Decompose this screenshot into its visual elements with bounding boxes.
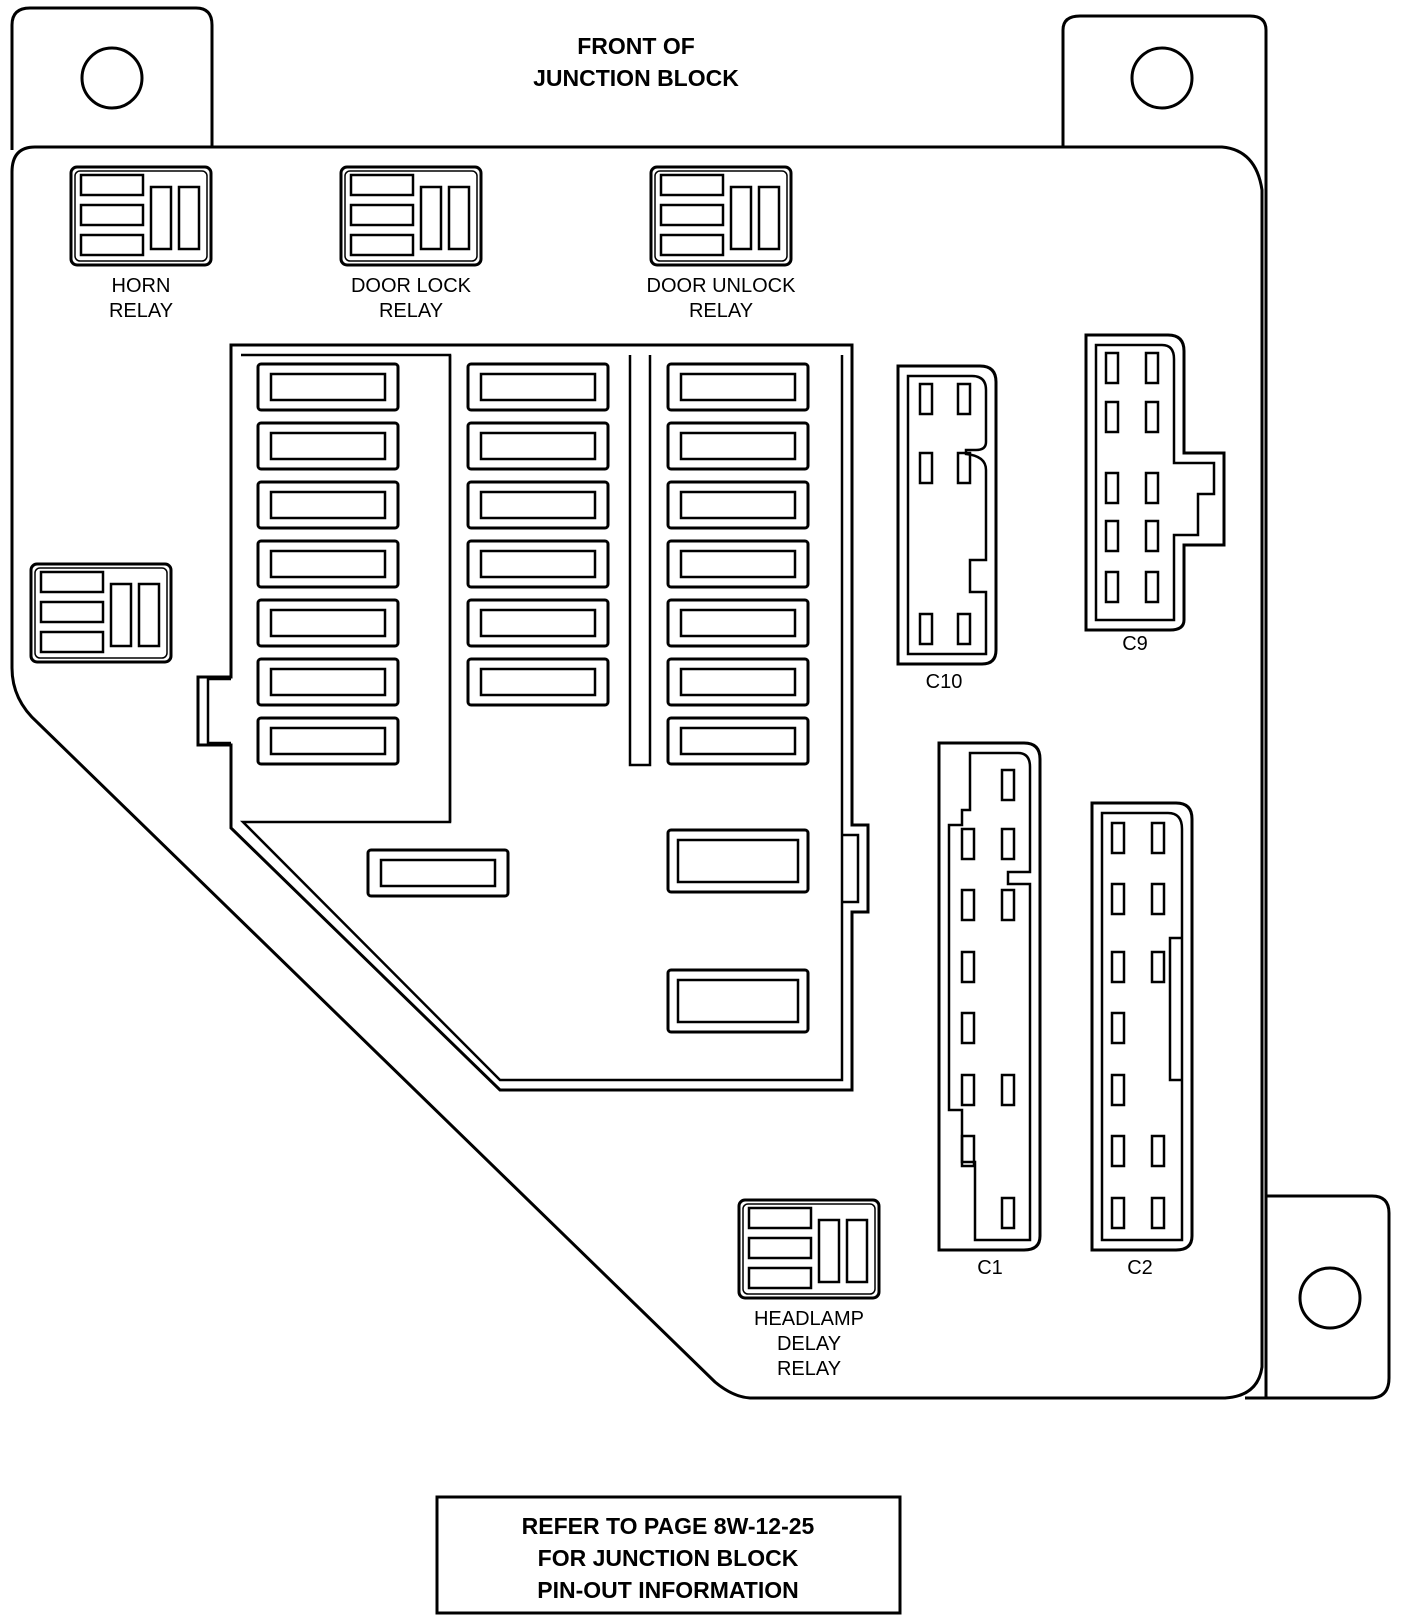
note-line-3: PIN-OUT INFORMATION bbox=[537, 1577, 799, 1603]
fuse bbox=[666, 539, 810, 589]
fuse bbox=[366, 848, 510, 898]
connector-c2-label: C2 bbox=[1127, 1257, 1153, 1279]
connector-c1-label: C1 bbox=[977, 1257, 1003, 1279]
horn-relay-label-2: RELAY bbox=[109, 300, 173, 322]
header-line-1: FRONT OF bbox=[577, 33, 695, 59]
fuse bbox=[466, 480, 610, 530]
fuse bbox=[256, 598, 400, 648]
fuse bbox=[666, 598, 810, 648]
fuse bbox=[666, 421, 810, 471]
connector-c9-label: C9 bbox=[1122, 633, 1148, 655]
maxi-fuse bbox=[666, 828, 810, 894]
side-relay bbox=[29, 562, 173, 664]
note-line-2: FOR JUNCTION BLOCK bbox=[538, 1545, 799, 1571]
door-lock-relay-label-1: DOOR LOCK bbox=[351, 275, 472, 297]
fuse bbox=[666, 657, 810, 707]
fuse-panel bbox=[196, 343, 870, 1092]
headlamp-relay-label-3: RELAY bbox=[777, 1358, 841, 1380]
fuse bbox=[466, 539, 610, 589]
door-lock-relay-label-2: RELAY bbox=[379, 300, 443, 322]
reference-note: REFER TO PAGE 8W-12-25 FOR JUNCTION BLOC… bbox=[435, 1495, 902, 1615]
fuse bbox=[666, 716, 810, 766]
fuse-column-1 bbox=[256, 362, 400, 766]
fuse bbox=[256, 480, 400, 530]
note-line-1: REFER TO PAGE 8W-12-25 bbox=[522, 1513, 815, 1539]
door-unlock-relay-label-1: DOOR UNLOCK bbox=[647, 275, 797, 297]
horn-relay: HORN RELAY bbox=[69, 165, 213, 322]
fuse bbox=[466, 657, 610, 707]
door-unlock-relay: DOOR UNLOCK RELAY bbox=[647, 165, 797, 322]
door-unlock-relay-label-2: RELAY bbox=[689, 300, 753, 322]
headlamp-relay-label-2: DELAY bbox=[777, 1333, 841, 1355]
headlamp-relay-label-1: HEADLAMP bbox=[754, 1308, 864, 1330]
connector-c9: C9 bbox=[1084, 333, 1226, 655]
connector-c10: C10 bbox=[896, 364, 998, 693]
fuse bbox=[466, 362, 610, 412]
lower-fuses bbox=[366, 828, 810, 1034]
horn-relay-label-1: HORN bbox=[112, 275, 171, 297]
headlamp-delay-relay: HEADLAMP DELAY RELAY bbox=[737, 1198, 881, 1380]
mounting-tab-bottom-right bbox=[1245, 1194, 1391, 1400]
fuse bbox=[256, 362, 400, 412]
fuse bbox=[256, 716, 400, 766]
connector-c1: C1 bbox=[937, 741, 1042, 1279]
door-lock-relay: DOOR LOCK RELAY bbox=[339, 165, 483, 322]
fuse bbox=[256, 657, 400, 707]
fuse bbox=[256, 539, 400, 589]
junction-block-housing bbox=[10, 145, 1264, 1400]
mounting-tab-top-right bbox=[1061, 14, 1268, 1398]
connector-c10-label: C10 bbox=[926, 671, 963, 693]
fuse bbox=[666, 362, 810, 412]
fuse-column-3 bbox=[666, 362, 810, 766]
fuse-column-2 bbox=[466, 362, 610, 707]
fuse bbox=[256, 421, 400, 471]
maxi-fuse bbox=[666, 968, 810, 1034]
connector-c2: C2 bbox=[1090, 801, 1194, 1279]
fuse bbox=[666, 480, 810, 530]
mounting-tab-top-left bbox=[10, 6, 214, 150]
header-line-2: JUNCTION BLOCK bbox=[533, 65, 739, 91]
fuse bbox=[466, 598, 610, 648]
fuse bbox=[466, 421, 610, 471]
